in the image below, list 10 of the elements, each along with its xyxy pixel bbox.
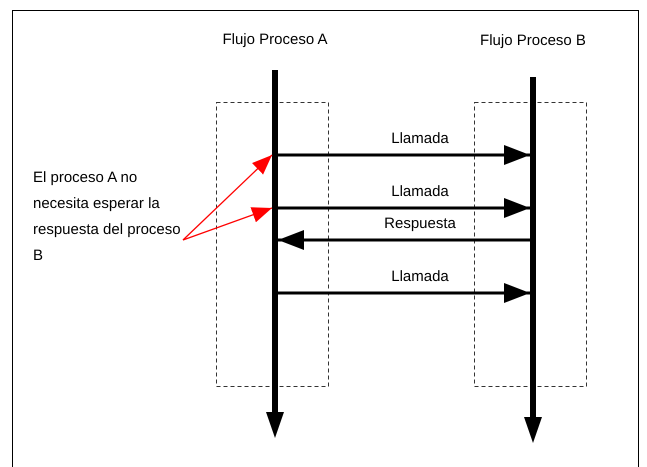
leader-arrow <box>182 207 272 241</box>
message-arrow <box>278 283 530 303</box>
message-arrow <box>278 198 530 218</box>
message-arrow <box>278 145 530 165</box>
edge-label: Respuesta <box>382 215 458 232</box>
message-arrow <box>278 230 530 250</box>
leader-arrow <box>182 154 272 240</box>
note-text: El proceso A no necesita esperar la respuesta del proceso B <box>33 168 182 266</box>
lifeline-title: Flujo Proceso A <box>222 31 328 48</box>
lifeline-title: Flujo Proceso B <box>480 32 586 49</box>
